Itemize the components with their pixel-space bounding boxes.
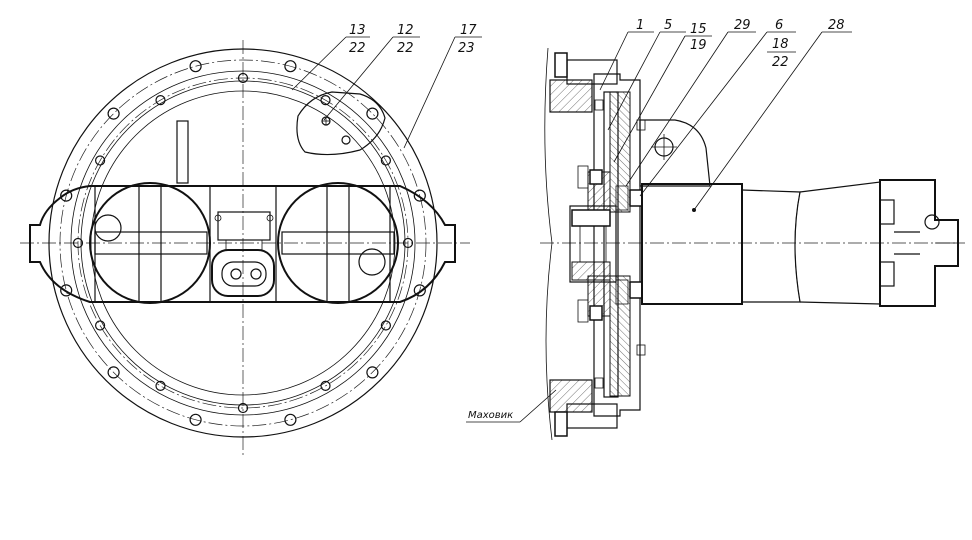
flange-outer-circle	[48, 48, 438, 438]
bolt-hole	[413, 284, 426, 297]
callout-12-sub: 22	[397, 41, 414, 56]
callout-15-sub: 19	[690, 38, 707, 53]
bolt-hole	[60, 284, 73, 297]
shaft-hub	[569, 205, 617, 283]
bolt-hole	[189, 60, 202, 73]
bolt-hole	[366, 366, 379, 379]
flywheel-profile	[544, 47, 553, 441]
inner-hole	[155, 94, 166, 106]
bolt-hole	[366, 107, 379, 120]
bolt-hole	[413, 189, 426, 202]
callout-15: 15	[690, 22, 707, 37]
output-coupling	[879, 179, 959, 307]
fastener-4	[629, 281, 643, 299]
hub-key-hatch	[571, 261, 611, 281]
callout-17-sub: 23	[458, 41, 475, 56]
right-hub	[277, 182, 399, 304]
right-hub-hole	[358, 248, 386, 276]
connector-plug	[211, 249, 275, 297]
inner-hole	[402, 237, 414, 249]
callout-29: 29	[734, 18, 751, 33]
inner-hole	[94, 155, 106, 166]
callout-13-sub: 22	[349, 41, 366, 56]
callout-13: 13	[349, 23, 366, 38]
callout-12: 12	[397, 23, 414, 38]
inner-hole	[320, 380, 331, 391]
center-block	[209, 185, 277, 303]
bolt-hole	[284, 60, 297, 73]
right-hub-cross-v	[326, 185, 350, 303]
callout-5: 5	[664, 18, 672, 33]
callout-6-sub1: 18	[772, 37, 789, 52]
hub-key-top	[571, 209, 611, 227]
left-hub-cross-v	[138, 185, 162, 303]
disc-hatch-bottom	[609, 275, 631, 397]
outer-bolt-holes	[60, 60, 426, 426]
plug-pin-right	[250, 268, 262, 280]
inner-hole	[237, 72, 249, 84]
bolt-hole	[284, 413, 297, 426]
inner-hole	[155, 380, 166, 391]
coupling-jaw-bottom	[879, 261, 895, 287]
inner-hole	[380, 320, 391, 331]
left-hub-cross-h	[94, 231, 208, 255]
right-hub-cross-h	[281, 231, 395, 255]
bolt-hole	[107, 107, 120, 120]
callout-17: 17	[460, 23, 477, 38]
inner-hole	[320, 94, 331, 106]
inner-hole	[237, 402, 249, 414]
flange-inner-circle	[70, 70, 416, 416]
section-view	[540, 47, 965, 441]
coupling-bore	[924, 214, 940, 230]
motor-body	[641, 183, 743, 305]
motor-shaft-housing	[741, 189, 801, 303]
inner-ring-ticks	[72, 72, 414, 414]
bolt-pitch-circle	[59, 59, 427, 427]
callout-labels: 13 22 12 22 17 23 1 5 15 19 29 6 18 22 2…	[349, 18, 845, 421]
leader-lines	[291, 31, 852, 423]
inner-pitch-circle	[77, 77, 409, 409]
guide-rod	[176, 120, 189, 184]
bolt-head-bottom	[554, 411, 568, 437]
flywheel-section-bottom	[549, 379, 593, 413]
fastener-3	[629, 189, 643, 207]
mounting-bracket	[639, 119, 711, 187]
bolt-hole	[60, 189, 73, 202]
plug-pin-left	[230, 268, 242, 280]
housing-circle	[80, 80, 406, 406]
fastener-2	[589, 305, 603, 321]
callout-6: 6	[775, 18, 783, 33]
coupling-jaw-top	[879, 199, 895, 225]
bolt-head-top	[554, 52, 568, 78]
inspection-window	[296, 91, 386, 156]
left-hub-hole	[94, 214, 122, 242]
front-view	[20, 40, 470, 455]
inner-hole	[380, 155, 391, 166]
bolt-hole	[107, 366, 120, 379]
window-bolt-2	[341, 135, 351, 145]
flywheel-label: Маховик	[468, 410, 513, 421]
center-socket	[217, 211, 271, 241]
inner-hole	[72, 237, 84, 249]
callout-1: 1	[636, 18, 644, 33]
callout-28: 28	[828, 18, 845, 33]
fastener-1	[589, 169, 603, 185]
bolt-hole	[189, 413, 202, 426]
lever-arm	[29, 185, 456, 303]
inner-hole	[94, 320, 106, 331]
callout-6-sub2: 22	[772, 55, 789, 70]
flywheel-section-top	[549, 79, 593, 113]
housing-outline	[593, 73, 641, 417]
